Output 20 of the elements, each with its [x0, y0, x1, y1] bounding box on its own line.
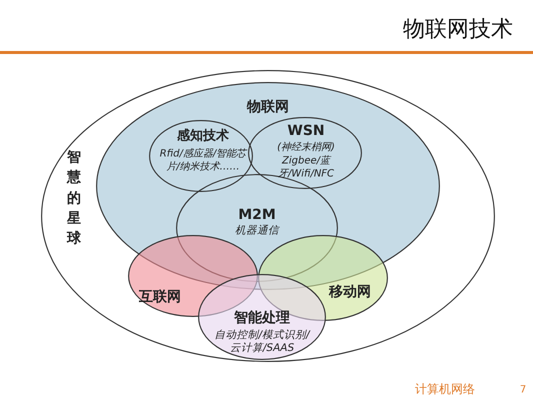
- outer-ellipse: [41, 70, 495, 362]
- page-number: 7: [520, 384, 526, 396]
- body-text: (神经末梢网): [276, 142, 336, 154]
- heading: WSN: [286, 122, 326, 140]
- heading: 互联网: [138, 288, 182, 306]
- body-text: Rfid/感应器/智能芯片/纳米技术……: [158, 148, 248, 174]
- heading: 感知技术: [176, 128, 230, 146]
- footer-text: 计算机网络: [415, 382, 475, 398]
- vertical-heading: 智慧的星球: [66, 148, 82, 248]
- page-title: 物联网技术: [403, 16, 513, 44]
- heading: M2M: [237, 206, 277, 224]
- body-text: Zigbee/蓝牙/Wifi/NFC: [276, 156, 336, 180]
- circle: [248, 117, 362, 189]
- heading: 智能处理: [233, 308, 291, 328]
- body-text: 机器通信: [234, 224, 281, 238]
- heading: 物联网: [246, 98, 290, 116]
- heading: 移动网: [328, 282, 372, 302]
- circle: [149, 120, 253, 192]
- body-text: 自动控制/模式识别/云计算/SAAS: [214, 328, 310, 356]
- circle: [198, 274, 326, 360]
